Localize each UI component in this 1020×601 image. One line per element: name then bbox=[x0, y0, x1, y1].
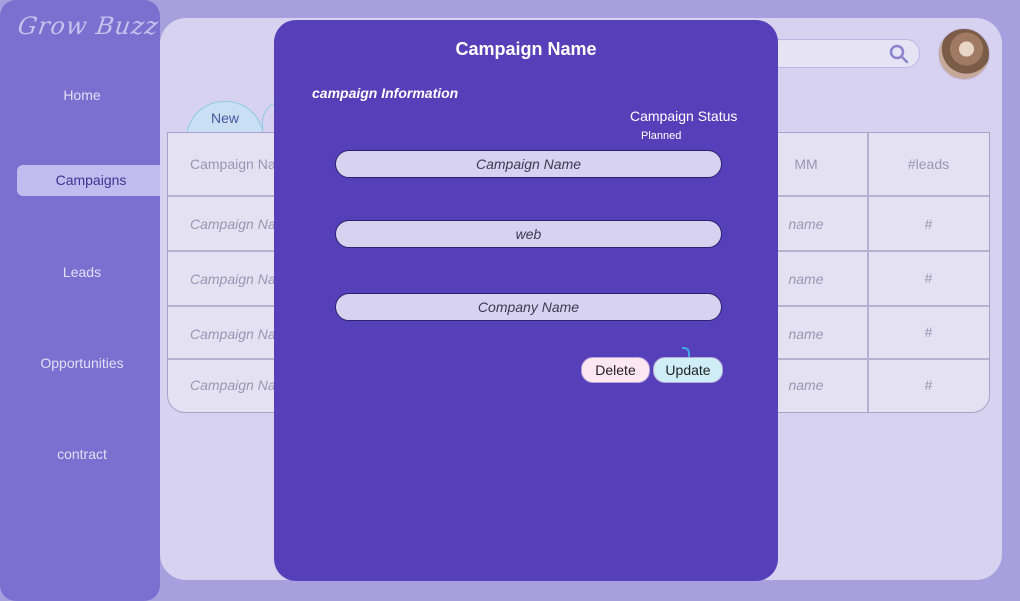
campaign-status-label: Campaign Status bbox=[630, 108, 738, 124]
table-cell: # bbox=[924, 216, 933, 232]
table-cell: name bbox=[788, 377, 824, 393]
company-name-field[interactable]: Company Name bbox=[335, 293, 722, 321]
search-icon[interactable] bbox=[889, 44, 909, 69]
table-row[interactable]: Campaign Na bbox=[190, 216, 276, 232]
update-button[interactable]: Update bbox=[653, 357, 723, 383]
column-header-mm[interactable]: MM bbox=[794, 156, 818, 172]
table-cell: # bbox=[924, 270, 933, 286]
avatar[interactable] bbox=[938, 28, 990, 80]
table-cell: name bbox=[788, 216, 824, 232]
sidebar-item-home[interactable]: Home bbox=[63, 87, 101, 103]
web-field[interactable]: web bbox=[335, 220, 722, 248]
table-cell: name bbox=[788, 326, 824, 342]
sidebar: Grow Buzz Home Campaigns Leads Opportuni… bbox=[0, 0, 165, 601]
modal-title: Campaign Name bbox=[455, 39, 597, 59]
column-header-leads[interactable]: #leads bbox=[907, 156, 950, 172]
table-cell: # bbox=[924, 377, 933, 393]
campaign-status-value[interactable]: Planned bbox=[641, 130, 682, 142]
campaign-modal: Campaign Name campaign Information Campa… bbox=[274, 20, 778, 581]
delete-button[interactable]: Delete bbox=[581, 357, 650, 383]
cursor-icon bbox=[682, 347, 690, 357]
section-title: campaign Information bbox=[312, 85, 459, 101]
campaign-name-field[interactable]: Campaign Name bbox=[335, 150, 722, 178]
table-cell: name bbox=[788, 271, 824, 287]
sidebar-item-contract[interactable]: contract bbox=[57, 446, 107, 462]
sidebar-item-campaigns[interactable]: Campaigns bbox=[17, 165, 165, 196]
sidebar-item-opportunities[interactable]: Opportunities bbox=[40, 355, 124, 371]
table-row[interactable]: Campaign Na bbox=[190, 271, 276, 287]
app-logo: Grow Buzz bbox=[16, 12, 161, 40]
column-header-campaign-name[interactable]: Campaign Na bbox=[190, 156, 276, 172]
sidebar-item-leads[interactable]: Leads bbox=[62, 264, 102, 280]
table-row[interactable]: Campaign Na bbox=[190, 377, 276, 393]
table-row[interactable]: Campaign Na bbox=[190, 326, 276, 342]
table-cell: # bbox=[924, 324, 933, 340]
